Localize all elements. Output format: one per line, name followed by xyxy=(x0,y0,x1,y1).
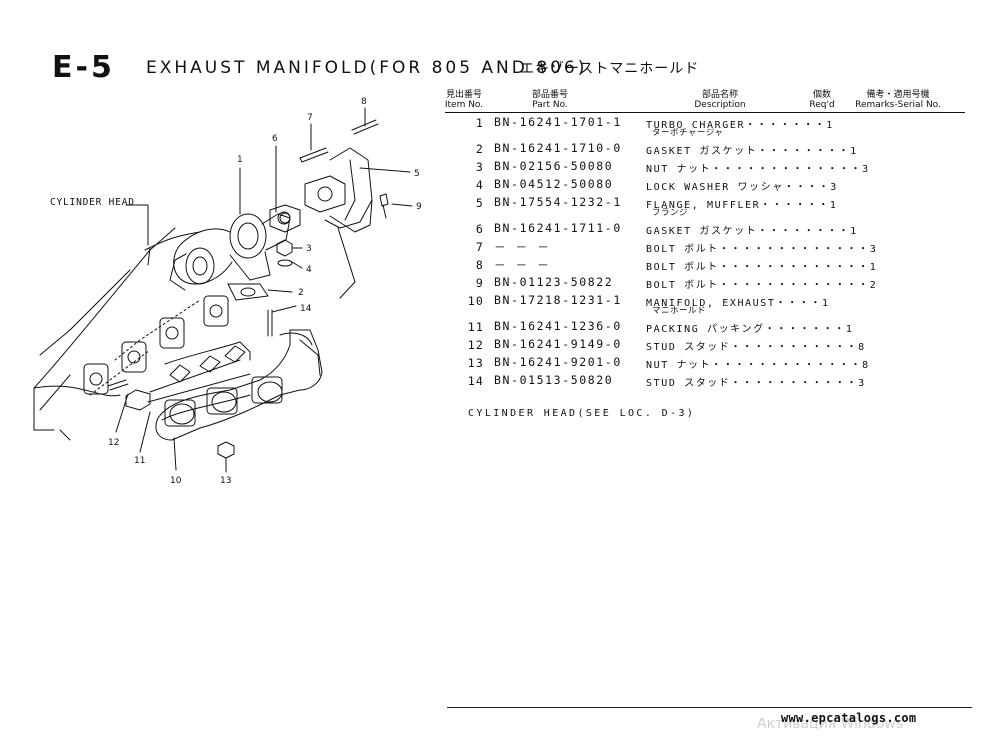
parts-table: 1 BN-16241-1701-1 TURBO CHARGER・・・・・・・1 … xyxy=(444,114,964,390)
leader-lines xyxy=(115,107,413,473)
table-row: 5 BN-17554-1232-1 FLANGE, MUFFLER・・・・・・1… xyxy=(444,194,964,220)
item-number: 3 xyxy=(475,160,484,174)
exhaust-manifold-drawing xyxy=(107,309,323,459)
callout-4: 4 xyxy=(306,265,312,275)
page-title: EXHAUST MANIFOLD(FOR 805 AND 806) xyxy=(146,58,588,78)
part-description-jp: ターボチャージャ xyxy=(652,128,724,138)
table-row: 6 BN-16241-1711-0 GASKET ガスケット・・・・・・・・1 xyxy=(444,220,964,238)
part-description: GASKET ガスケット・・・・・・・・1 xyxy=(646,146,858,157)
part-number: － － － xyxy=(494,258,551,272)
table-row: 4 BN-04512-50080 LOCK WASHER ワッシャ・・・・3 xyxy=(444,176,964,194)
item-number: 13 xyxy=(467,356,484,370)
part-number: BN-16241-9149-0 xyxy=(494,337,622,351)
item-number: 12 xyxy=(467,338,484,352)
cylinder-head-note: CYLINDER HEAD(SEE LOC. D-3) xyxy=(468,408,696,419)
part-description: BOLT ボルト・・・・・・・・・・・・・2 xyxy=(646,280,878,291)
item-number: 5 xyxy=(475,196,484,210)
item-number: 8 xyxy=(475,258,484,272)
part-description: BOLT ボルト・・・・・・・・・・・・・1 xyxy=(646,262,878,273)
item-number: 11 xyxy=(467,320,484,334)
part-description: BOLT ボルト・・・・・・・・・・・・・3 xyxy=(646,244,878,255)
flange-and-gasket-drawing xyxy=(227,119,389,301)
page-title-jp: エキゾーストマニホールド xyxy=(520,61,700,77)
part-number: BN-02156-50080 xyxy=(494,159,614,173)
callout-2: 2 xyxy=(298,288,304,298)
callout-numbers: 1 2 3 4 5 6 7 8 9 10 11 12 13 14 xyxy=(108,97,422,486)
callout-7: 7 xyxy=(307,113,313,123)
part-description: NUT ナット・・・・・・・・・・・・・8 xyxy=(646,360,870,371)
header-divider xyxy=(445,112,965,113)
part-description: PACKING パッキング・・・・・・・1 xyxy=(646,324,854,335)
callout-14: 14 xyxy=(300,304,312,314)
part-number: BN-01123-50822 xyxy=(494,275,614,289)
table-row: 7 － － － BOLT ボルト・・・・・・・・・・・・・3 xyxy=(444,238,964,256)
item-number: 14 xyxy=(467,374,484,388)
part-number: BN-17218-1231-1 xyxy=(494,293,622,307)
part-description: NUT ナット・・・・・・・・・・・・・3 xyxy=(646,164,870,175)
part-description-jp: マニホールド xyxy=(652,306,707,316)
table-row: 14 BN-01513-50820 STUD スタッド・・・・・・・・・・・3 xyxy=(444,372,964,390)
part-description-jp: フランジ xyxy=(652,208,689,218)
section-code: E-5 xyxy=(52,50,115,85)
item-number: 2 xyxy=(475,142,484,156)
callout-3: 3 xyxy=(306,244,312,254)
item-number: 10 xyxy=(467,294,484,308)
callout-13: 13 xyxy=(220,476,231,486)
turbocharger-drawing xyxy=(169,211,291,291)
table-row: 12 BN-16241-9149-0 STUD スタッド・・・・・・・・・・・8 xyxy=(444,336,964,354)
part-description: TURBO CHARGER・・・・・・・1 xyxy=(646,120,834,131)
callout-11: 11 xyxy=(134,456,145,466)
cylinder-head-label: CYLINDER HEAD xyxy=(50,197,135,208)
part-number: BN-16241-1701-1 xyxy=(494,115,622,129)
item-number: 7 xyxy=(475,240,484,254)
part-number: BN-16241-1711-0 xyxy=(494,221,622,235)
part-number: BN-16241-1236-0 xyxy=(494,319,622,333)
table-row: 13 BN-16241-9201-0 NUT ナット・・・・・・・・・・・・・8 xyxy=(444,354,964,372)
part-description: MANIFOLD, EXHAUST・・・・1 xyxy=(646,298,830,309)
part-number: BN-01513-50820 xyxy=(494,373,614,387)
item-number: 6 xyxy=(475,222,484,236)
windows-activation-watermark: Активация Windows xyxy=(757,716,904,732)
part-description: STUD スタッド・・・・・・・・・・・3 xyxy=(646,378,866,389)
callout-5: 5 xyxy=(414,169,420,179)
part-number: BN-16241-1710-0 xyxy=(494,141,622,155)
item-number: 9 xyxy=(475,276,484,290)
table-row: 3 BN-02156-50080 NUT ナット・・・・・・・・・・・・・3 xyxy=(444,158,964,176)
table-row: 2 BN-16241-1710-0 GASKET ガスケット・・・・・・・・1 xyxy=(444,140,964,158)
callout-9: 9 xyxy=(416,202,422,212)
callout-8: 8 xyxy=(361,97,367,107)
footer-divider xyxy=(447,707,972,708)
part-number: BN-16241-9201-0 xyxy=(494,355,622,369)
callout-10: 10 xyxy=(170,476,182,486)
part-description: STUD スタッド・・・・・・・・・・・8 xyxy=(646,342,866,353)
table-row: 10 BN-17218-1231-1 MANIFOLD, EXHAUST・・・・… xyxy=(444,292,964,318)
table-row: 1 BN-16241-1701-1 TURBO CHARGER・・・・・・・1 … xyxy=(444,114,964,140)
site-url[interactable]: www.epcatalogs.com xyxy=(781,711,917,725)
table-row: 9 BN-01123-50822 BOLT ボルト・・・・・・・・・・・・・2 xyxy=(444,274,964,292)
block-ports xyxy=(83,295,229,395)
item-number: 1 xyxy=(475,116,484,130)
item-number: 4 xyxy=(475,178,484,192)
part-number: BN-17554-1232-1 xyxy=(494,195,622,209)
callout-1: 1 xyxy=(237,155,243,165)
part-description: FLANGE, MUFFLER・・・・・・1 xyxy=(646,200,838,211)
part-number: BN-04512-50080 xyxy=(494,177,614,191)
table-row: 11 BN-16241-1236-0 PACKING パッキング・・・・・・・1 xyxy=(444,318,964,336)
callout-6: 6 xyxy=(272,134,278,144)
part-description: LOCK WASHER ワッシャ・・・・3 xyxy=(646,182,838,193)
table-row: 8 － － － BOLT ボルト・・・・・・・・・・・・・1 xyxy=(444,256,964,274)
part-description: GASKET ガスケット・・・・・・・・1 xyxy=(646,226,858,237)
part-number: － － － xyxy=(494,240,551,254)
callout-12: 12 xyxy=(108,438,119,448)
